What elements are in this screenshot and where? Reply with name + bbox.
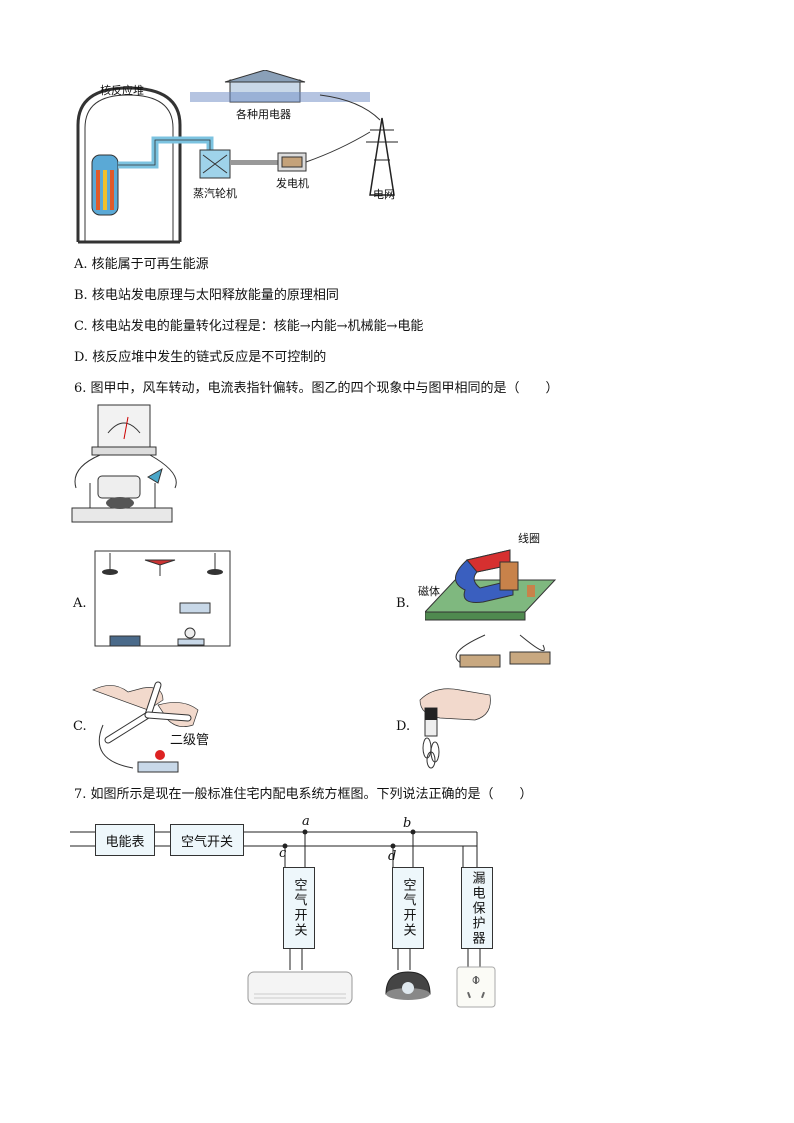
- q6-stem: 6. 图甲中，风车转动，电流表指针偏转。图乙的四个现象中与图甲相同的是（ ）: [74, 381, 559, 396]
- windmill-galvanometer-figure: [70, 403, 185, 528]
- q6-label-c: C.: [73, 719, 87, 734]
- meter-box: 电能表: [95, 824, 155, 856]
- grid-label: 电网: [373, 188, 395, 201]
- main-switch-box: 空气开关: [170, 824, 244, 856]
- q5-option-a: A. 核能属于可再生能源: [74, 257, 209, 272]
- power-socket-icon: [456, 966, 496, 1008]
- q6-label-d: D.: [396, 719, 411, 734]
- branch-switch-1: 空气开关: [283, 867, 315, 949]
- point-d-label: d: [388, 849, 397, 864]
- nuclear-plant-figure: [70, 69, 430, 250]
- branch-switch-2: 空气开关: [392, 867, 424, 949]
- reactor-label: 核反应堆: [100, 84, 144, 97]
- appliances-label: 各种用电器: [236, 108, 291, 121]
- q7-stem: 7. 如图所示是现在一般标准住宅内配电系统方框图。下列说法正确的是（ ）: [74, 787, 533, 802]
- air-conditioner-icon: [246, 968, 354, 1008]
- q5-option-d: D. 核反应堆中发生的链式反应是不可控制的: [74, 350, 327, 365]
- q6-option-d-figure: [415, 680, 495, 770]
- q5-option-b: B. 核电站发电原理与太阳释放能量的原理相同: [74, 288, 339, 303]
- diode-label: 二级管: [170, 733, 210, 748]
- turbine-label: 蒸汽轮机: [193, 187, 237, 200]
- point-c-label: c: [279, 846, 287, 861]
- point-a-label: a: [302, 814, 310, 829]
- q6-option-a-figure: [90, 548, 235, 653]
- leakage-protector: 漏电保护器: [461, 867, 493, 949]
- point-b-label: b: [403, 816, 412, 831]
- q6-label-a: A.: [73, 596, 87, 611]
- generator-label: 发电机: [276, 177, 309, 190]
- distribution-wiring: [70, 815, 510, 1015]
- coil-label: 线圈: [518, 532, 540, 545]
- q6-option-b-figure: [423, 540, 560, 670]
- q6-option-c-figure: [88, 680, 213, 775]
- q6-label-b: B.: [396, 596, 410, 611]
- magnet-label: 磁体: [418, 585, 440, 598]
- q5-option-c: C. 核电站发电的能量转化过程是：核能→内能→机械能→电能: [74, 319, 424, 334]
- ceiling-lamp-icon: [382, 968, 434, 1004]
